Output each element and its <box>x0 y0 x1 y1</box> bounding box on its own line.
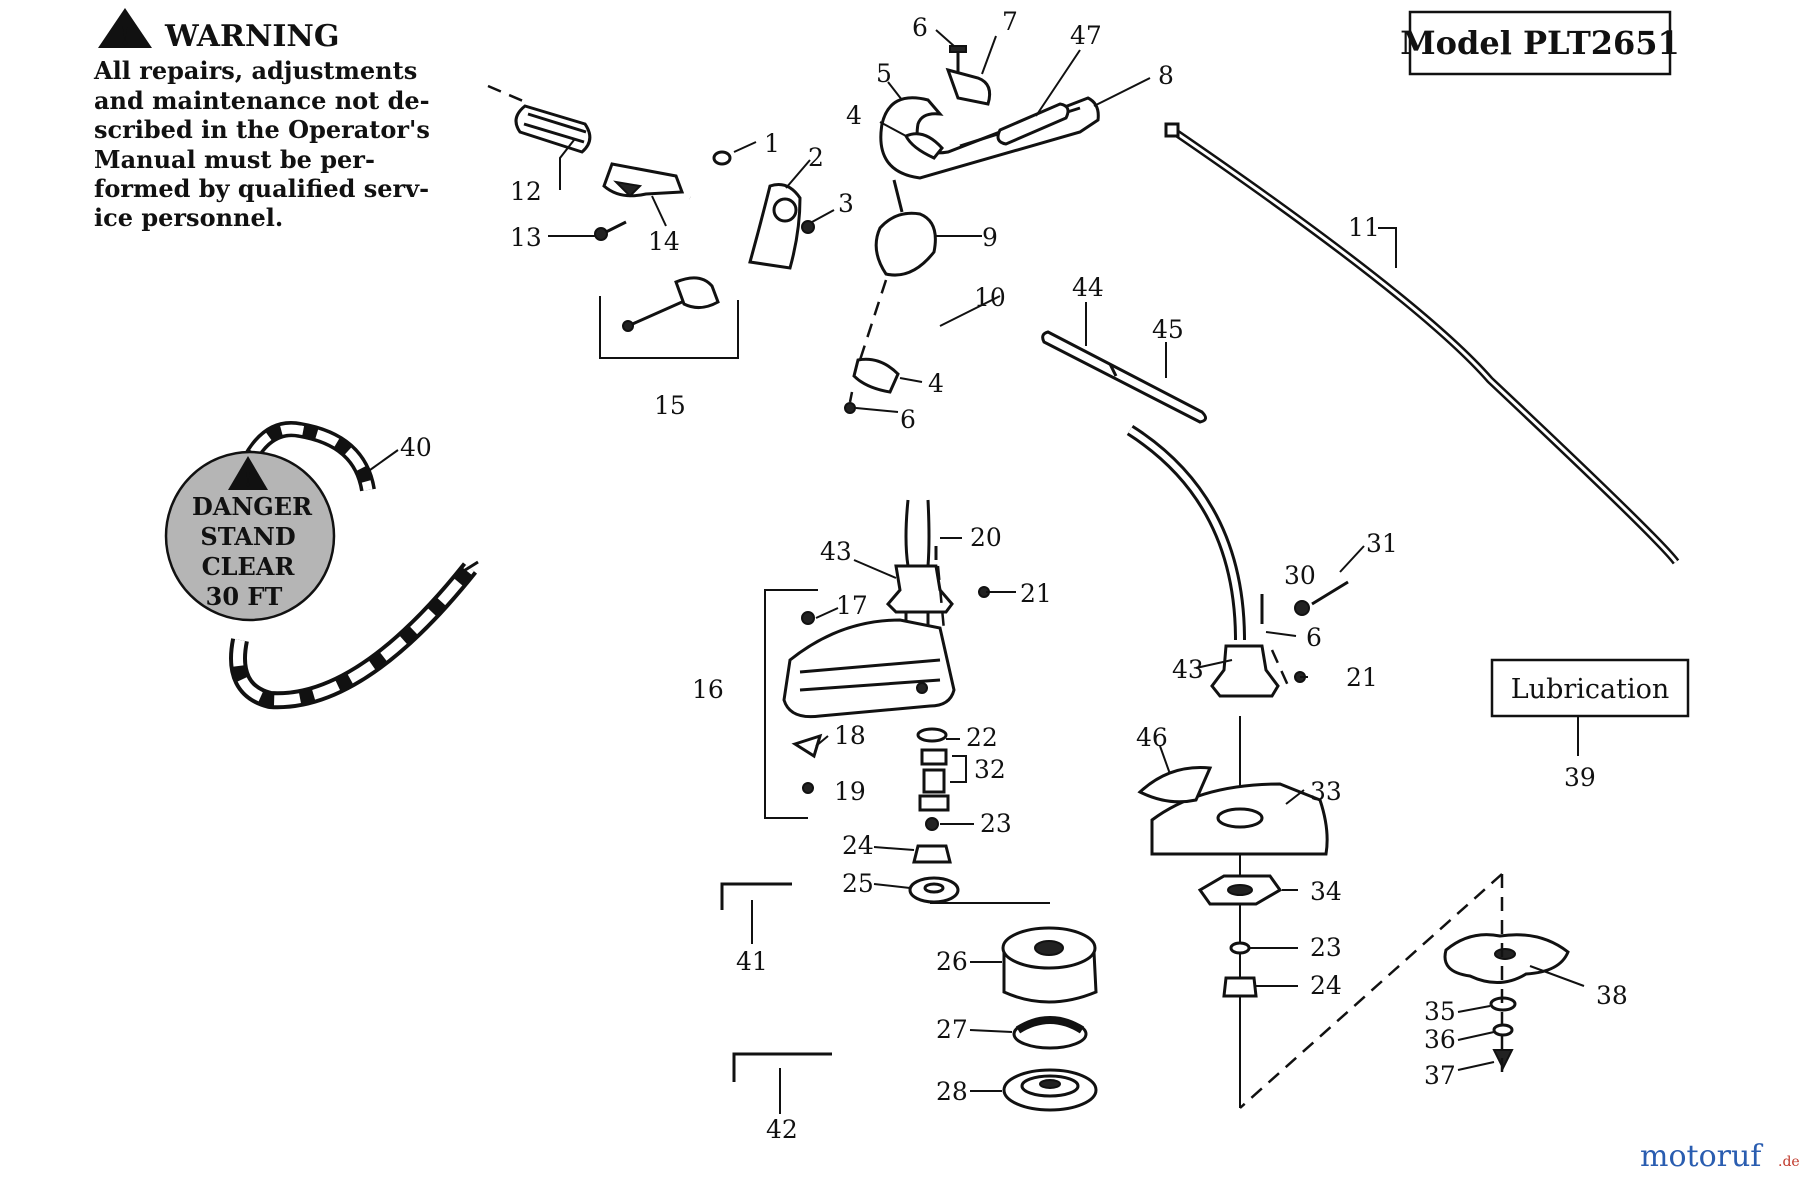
callout: 1 <box>764 129 780 158</box>
callout: 47 <box>1070 21 1102 50</box>
callout: 45 <box>1152 315 1184 344</box>
callout: 40 <box>400 433 432 462</box>
callout: 39 <box>1564 763 1596 792</box>
callout: 12 <box>510 177 542 206</box>
callout: 24 <box>1310 971 1342 1000</box>
warning-title: WARNING <box>164 19 339 54</box>
callout: 24 <box>842 831 874 860</box>
danger-triangle-icon <box>228 456 268 490</box>
callout: 44 <box>1072 273 1104 302</box>
danger-decal: ! DANGER STAND CLEAR 30 FT <box>164 450 336 622</box>
hex-wrenches <box>720 882 832 1082</box>
callout: 23 <box>1310 933 1342 962</box>
callout: 11 <box>1348 213 1380 242</box>
svg-text:!: ! <box>119 22 130 52</box>
danger-text: DANGER <box>192 492 313 521</box>
callout: 21 <box>1020 579 1052 608</box>
callout: 14 <box>648 227 680 256</box>
warning-line: All repairs, adjustments <box>93 56 417 85</box>
callout: 16 <box>692 675 724 704</box>
callout: 23 <box>980 809 1012 838</box>
callout: 21 <box>1346 663 1378 692</box>
callout: 43 <box>1172 655 1204 684</box>
warning-line: Manual must be per- <box>94 145 375 174</box>
callout: 35 <box>1424 997 1456 1026</box>
callout-numbers: 1 2 3 4 5 6 7 47 8 12 13 14 9 10 11 15 4… <box>400 7 1628 1144</box>
svg-text:!: ! <box>244 467 253 491</box>
lubrication-box: Lubrication <box>1490 658 1690 756</box>
callout: 6 <box>900 405 916 434</box>
tool-44-45 <box>1041 330 1207 424</box>
callout: 20 <box>970 523 1002 552</box>
shaft-assembly <box>487 45 1246 641</box>
warning-triangle-icon <box>98 8 152 48</box>
callout: 31 <box>1366 529 1398 558</box>
callout: 26 <box>936 947 968 976</box>
callout: 17 <box>836 591 868 620</box>
callout: 28 <box>936 1077 968 1106</box>
callout: 4 <box>928 369 944 398</box>
callout: 8 <box>1158 61 1174 90</box>
callout: 6 <box>1306 623 1322 652</box>
warning-block: ! WARNING All repairs, adjustments and m… <box>93 8 430 232</box>
callout: 9 <box>982 223 998 252</box>
model-box: Model PLT2651 <box>1400 10 1680 76</box>
callout: 25 <box>842 869 874 898</box>
callout: 19 <box>834 777 866 806</box>
watermark: motoruf .de <box>1640 1139 1800 1174</box>
callout: 43 <box>820 537 852 566</box>
callout: 38 <box>1596 981 1628 1010</box>
callout: 10 <box>974 283 1006 312</box>
warning-line: formed by qualified serv- <box>94 174 429 203</box>
callout: 30 <box>1284 561 1316 590</box>
callout: 15 <box>654 391 686 420</box>
drive-cable <box>1164 122 1680 565</box>
callout: 33 <box>1310 777 1342 806</box>
callout: 34 <box>1310 877 1342 906</box>
callout: 7 <box>1002 7 1018 36</box>
callout: 5 <box>876 59 892 88</box>
callout: 46 <box>1136 723 1168 752</box>
left-head-assembly <box>764 499 1098 1112</box>
callout: 18 <box>834 721 866 750</box>
callout: 36 <box>1424 1025 1456 1054</box>
callout: 22 <box>966 723 998 752</box>
warning-line: scribed in the Operator's <box>94 115 430 144</box>
watermark-suffix: .de <box>1778 1154 1800 1170</box>
watermark-text: motoruf <box>1640 1139 1763 1174</box>
callout: 3 <box>838 189 854 218</box>
danger-text: 30 FT <box>206 582 283 611</box>
callout-leaders <box>369 29 1585 1114</box>
callout: 6 <box>912 13 928 42</box>
callout: 27 <box>936 1015 968 1044</box>
warning-line: ice personnel. <box>94 203 283 232</box>
danger-text: CLEAR <box>202 552 296 581</box>
model-label: Model PLT2651 <box>1400 24 1680 62</box>
danger-text: STAND <box>200 522 295 551</box>
callout: 2 <box>808 143 824 172</box>
callout: 13 <box>510 223 542 252</box>
callout: 41 <box>736 947 768 976</box>
right-head-assembly <box>1137 580 1570 1109</box>
warning-line: and maintenance not de- <box>94 86 430 115</box>
lubrication-label: Lubrication <box>1511 674 1670 705</box>
callout: 42 <box>766 1115 798 1144</box>
callout: 37 <box>1424 1061 1456 1090</box>
callout: 32 <box>974 755 1006 784</box>
callout: 4 <box>846 101 862 130</box>
